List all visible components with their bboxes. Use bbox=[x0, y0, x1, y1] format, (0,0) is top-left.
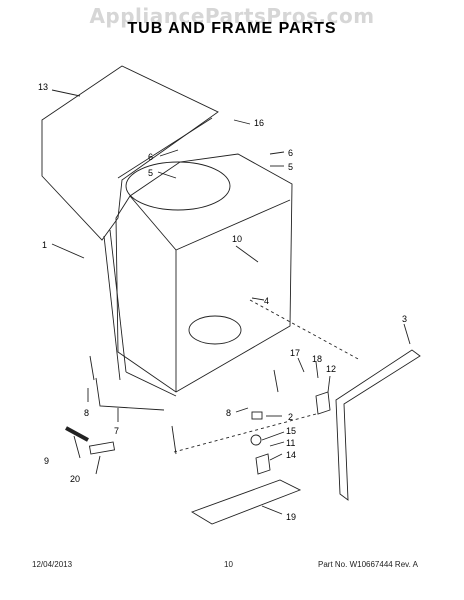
footer-date: 12/04/2013 bbox=[32, 560, 73, 569]
callout-5: 5 bbox=[148, 168, 153, 178]
part-15-sensor bbox=[250, 434, 262, 446]
callout-10: 10 bbox=[232, 234, 242, 244]
page-title: TUB AND FRAME PARTS bbox=[127, 20, 337, 37]
part-14-clip bbox=[255, 453, 271, 475]
callout-11: 11 bbox=[286, 438, 295, 448]
part-12-bracket bbox=[315, 391, 331, 415]
callout-18: 18 bbox=[312, 354, 322, 364]
callout-20: 20 bbox=[70, 474, 80, 484]
callout-17: 17 bbox=[290, 348, 300, 358]
callout-16: 16 bbox=[254, 118, 264, 128]
part-7-rail bbox=[95, 377, 165, 411]
callout-8: 8 bbox=[226, 408, 231, 418]
callout-1: 1 bbox=[42, 240, 47, 250]
callout-15: 15 bbox=[286, 426, 296, 436]
callout-5: 5 bbox=[288, 162, 293, 172]
part-19-lower-panel bbox=[190, 479, 302, 525]
callout-4: 4 bbox=[264, 296, 269, 306]
callout-13: 13 bbox=[38, 82, 48, 92]
callout-2: 2 bbox=[288, 412, 293, 422]
callout-6: 6 bbox=[148, 152, 153, 162]
footer-page-number: 10 bbox=[224, 560, 233, 569]
part-8-leveling-leg bbox=[171, 425, 177, 455]
callout-8: 8 bbox=[84, 408, 89, 418]
part-13-insulation-blanket bbox=[41, 65, 219, 241]
callout-12: 12 bbox=[326, 364, 336, 374]
callout-7: 7 bbox=[114, 426, 119, 436]
part-20-pad bbox=[88, 441, 116, 455]
callout-3: 3 bbox=[402, 314, 407, 324]
part-9-spring bbox=[65, 426, 89, 442]
part-1-tub bbox=[115, 153, 293, 393]
footer-part-number: Part No. W10667444 Rev. A bbox=[318, 560, 418, 569]
part-3-door-gasket bbox=[335, 349, 421, 501]
watermark: AppliancePartsPros.com bbox=[89, 4, 375, 28]
callout-9: 9 bbox=[44, 456, 49, 466]
part-2-label bbox=[251, 411, 263, 420]
part-8-leveling-leg bbox=[89, 355, 95, 381]
callout-14: 14 bbox=[286, 450, 296, 460]
callout-6: 6 bbox=[288, 148, 293, 158]
callout-19: 19 bbox=[286, 512, 296, 522]
